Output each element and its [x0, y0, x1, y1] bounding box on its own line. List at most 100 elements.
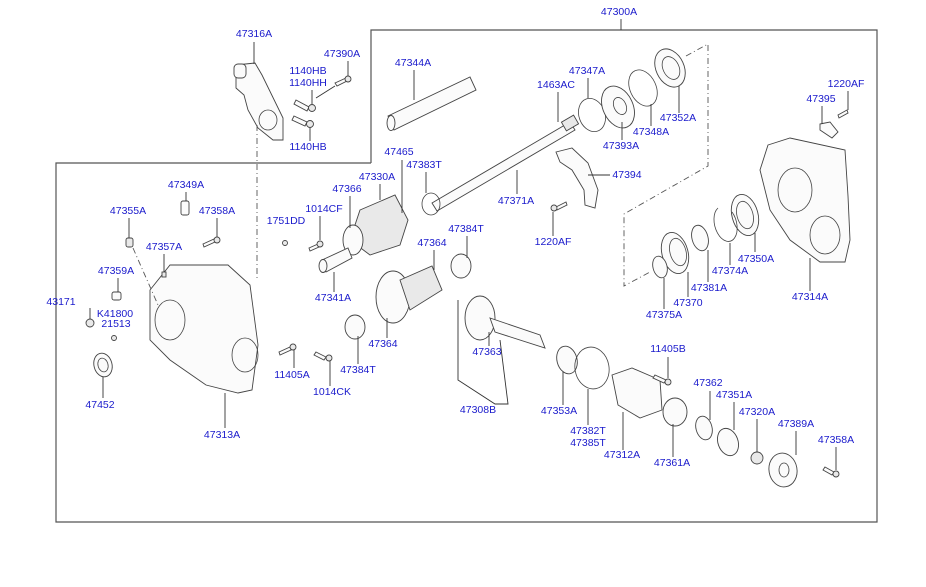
cover-47395 — [819, 106, 839, 139]
bolt-1140HB-upper — [293, 90, 316, 112]
part-label-1140HB-top[interactable]: 1140HB — [289, 65, 326, 77]
part-label-1220AF-top[interactable]: 1220AF — [828, 78, 865, 90]
seal-47452 — [93, 352, 113, 398]
part-label-47353A[interactable]: 47353A — [541, 405, 577, 417]
part-label-47465[interactable]: 47465 — [384, 146, 413, 158]
nut-47320A — [750, 419, 764, 465]
part-label-47385T[interactable]: 47385T — [570, 437, 606, 449]
part-label-1751DD[interactable]: 1751DD — [267, 215, 306, 227]
part-label-1140HB-bottom[interactable]: 1140HB — [289, 141, 326, 153]
part-label-11405A-mid[interactable]: 11405A — [274, 369, 309, 381]
bolt-11405B — [652, 357, 672, 386]
shaft-47341A — [318, 247, 353, 292]
part-label-1463AC[interactable]: 1463AC — [537, 79, 575, 91]
bracket-47316A — [233, 42, 284, 141]
gasket-47382T — [574, 346, 610, 425]
part-label-47394[interactable]: 47394 — [612, 169, 641, 181]
part-label-47355A[interactable]: 47355A — [110, 205, 146, 217]
ring-47384T-bottom — [344, 314, 366, 364]
part-label-47312A[interactable]: 47312A — [604, 449, 640, 461]
part-label-47358A-right[interactable]: 47358A — [818, 434, 854, 446]
part-label-1014CF[interactable]: 1014CF — [305, 203, 342, 215]
part-label-47395[interactable]: 47395 — [806, 93, 835, 105]
part-label-47364-bottom[interactable]: 47364 — [368, 338, 397, 350]
part-label-47348A[interactable]: 47348A — [633, 126, 669, 138]
plug-47355A — [125, 218, 134, 248]
part-label-47320A[interactable]: 47320A — [739, 406, 775, 418]
boot-47361A — [662, 397, 688, 457]
part-label-47347A[interactable]: 47347A — [569, 65, 605, 77]
shaft-47371A — [431, 92, 580, 212]
part-label-47393A[interactable]: 47393A — [603, 140, 639, 152]
part-label-47349A[interactable]: 47349A — [168, 179, 204, 191]
part-label-47370[interactable]: 47370 — [673, 297, 702, 309]
part-label-47375A[interactable]: 47375A — [646, 309, 682, 321]
part-label-47361A[interactable]: 47361A — [654, 457, 690, 469]
part-label-47300A[interactable]: 47300A — [601, 6, 637, 18]
gear-47330A — [342, 160, 409, 256]
plug-43171 — [85, 308, 95, 328]
part-label-47363[interactable]: 47363 — [472, 346, 501, 358]
bearing-47362 — [695, 391, 713, 441]
part-label-11405B[interactable]: 11405B — [650, 343, 685, 355]
part-label-47390A[interactable]: 47390A — [324, 48, 360, 60]
part-label-47384T-bottom[interactable]: 47384T — [340, 364, 376, 376]
part-label-47313A[interactable]: 47313A — [204, 429, 240, 441]
plug-47349A — [180, 192, 190, 216]
housing-47312A — [611, 367, 663, 450]
part-label-47358A-left[interactable]: 47358A — [199, 205, 235, 217]
gear-47364 — [375, 250, 443, 338]
part-label-47314A[interactable]: 47314A — [792, 291, 828, 303]
part-label-47350A[interactable]: 47350A — [738, 253, 774, 265]
part-label-47352A[interactable]: 47352A — [660, 112, 696, 124]
front-case-47313A — [149, 264, 259, 428]
bolt-47390A — [315, 61, 352, 99]
part-label-47389A[interactable]: 47389A — [778, 418, 814, 430]
bolt-1014CF — [308, 216, 324, 252]
part-label-21513[interactable]: 21513 — [101, 318, 130, 330]
washer-21513 — [111, 335, 117, 341]
part-label-47381A[interactable]: 47381A — [691, 282, 727, 294]
part-label-43171[interactable]: 43171 — [46, 296, 75, 308]
part-label-1014CK[interactable]: 1014CK — [313, 386, 351, 398]
part-label-47341A[interactable]: 47341A — [315, 292, 351, 304]
part-label-47374A[interactable]: 47374A — [712, 265, 748, 277]
bolt-1014CK — [313, 351, 333, 386]
pin-47357A — [161, 254, 167, 278]
part-label-1220AF-mid[interactable]: 1220AF — [535, 236, 572, 248]
bolt-47358A-left — [202, 218, 221, 248]
seal-47350A — [730, 193, 760, 252]
part-label-47452[interactable]: 47452 — [85, 399, 114, 411]
part-label-47362[interactable]: 47362 — [693, 377, 722, 389]
part-label-1140HH[interactable]: 1140HH — [289, 77, 327, 89]
part-label-47308B[interactable]: 47308B — [460, 404, 496, 416]
ring-47375A — [652, 255, 668, 309]
part-label-47344A[interactable]: 47344A — [395, 57, 431, 69]
shaft-47344A — [386, 70, 477, 131]
snap-ring-47374A — [713, 207, 738, 265]
part-label-47382T[interactable]: 47382T — [570, 425, 606, 437]
part-label-47383T[interactable]: 47383T — [406, 159, 442, 171]
part-label-47359A[interactable]: 47359A — [98, 265, 134, 277]
part-label-47366[interactable]: 47366 — [332, 183, 361, 195]
retainer-47393A — [601, 85, 635, 140]
part-label-47330A[interactable]: 47330A — [359, 171, 395, 183]
plate-47394 — [555, 147, 610, 209]
oring-47383T — [421, 172, 441, 216]
part-label-47371A[interactable]: 47371A — [498, 195, 534, 207]
part-label-47316A[interactable]: 47316A — [236, 28, 272, 40]
part-label-47351A[interactable]: 47351A — [716, 389, 752, 401]
part-label-K41800[interactable]: K41800 — [97, 308, 133, 320]
pin-1751DD — [282, 240, 288, 246]
assembly-frame — [55, 29, 878, 523]
part-label-47364-top[interactable]: 47364 — [417, 237, 446, 249]
ring-47381A — [691, 224, 709, 282]
dash-bearing-group — [623, 43, 709, 287]
bearing-47370 — [660, 231, 690, 297]
bolt-1140HB-lower — [291, 115, 314, 141]
part-label-47357A[interactable]: 47357A — [146, 241, 182, 253]
part-labels: 47300A47316A47390A1140HB1140HH1140HB4734… — [46, 6, 864, 469]
gear-shaft-47363 — [464, 295, 546, 349]
part-label-47384T-top[interactable]: 47384T — [448, 223, 484, 235]
